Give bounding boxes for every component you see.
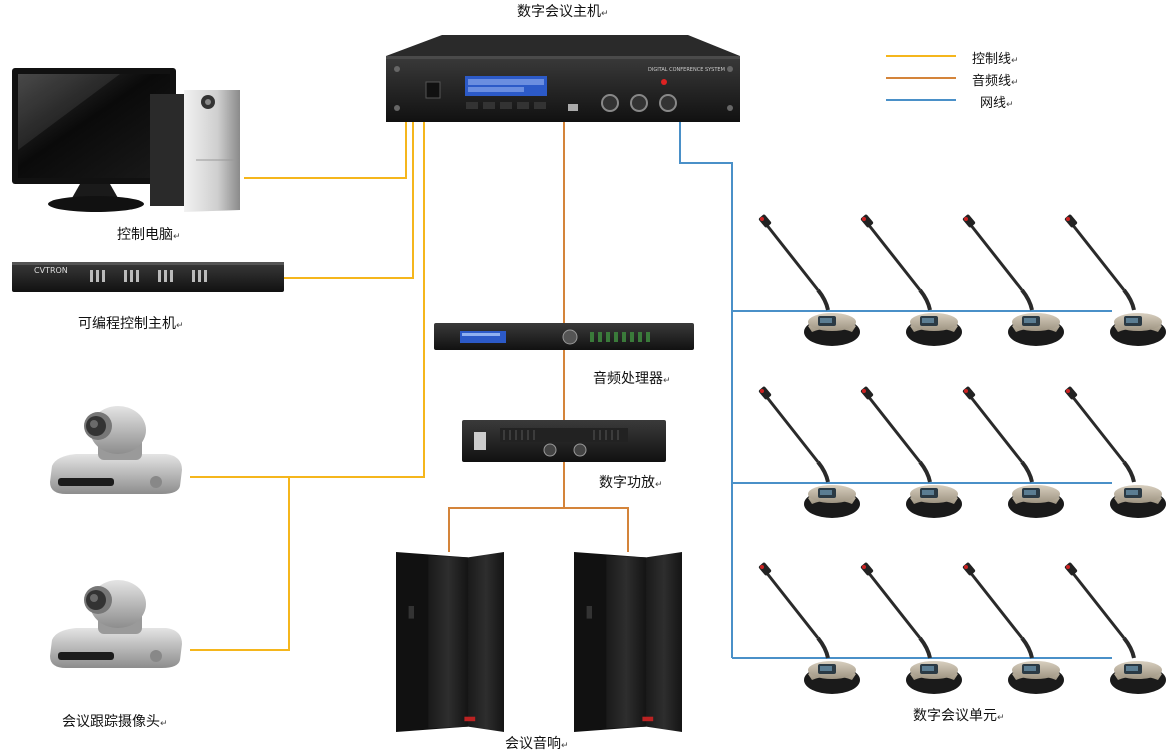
desktop-computer-icon (12, 68, 240, 212)
ptz-camera-icon-1 (50, 406, 182, 494)
control-lines (190, 122, 425, 651)
conference-units (756, 211, 1168, 696)
paragraph-mark-icon: ↵ (1011, 56, 1019, 66)
proc-label-text: 音频处理器 (593, 371, 663, 387)
paragraph-mark-icon: ↵ (173, 232, 181, 242)
control-line-camera-2 (190, 477, 290, 651)
digital-amplifier-device (462, 420, 666, 462)
host-panel-text: DIGITAL CONFERENCE SYSTEM (648, 67, 725, 73)
host-label-text: 数字会议主机 (517, 4, 601, 20)
host-label: 数字会议主机↵ (517, 1, 609, 21)
paragraph-mark-icon: ↵ (655, 480, 663, 490)
network-line-host (679, 122, 733, 658)
programmable-controller-device: CVTRON (12, 262, 284, 292)
proc-label: 音频处理器↵ (593, 368, 671, 388)
control-line-pc (244, 122, 407, 179)
control-line-camera-bus (190, 122, 425, 478)
gooseneck-microphone-icon (756, 383, 862, 520)
speaker-label: 会议音响↵ (505, 733, 569, 753)
prog-label-text: 可编程控制主机 (78, 316, 176, 332)
gooseneck-microphone-icon (960, 383, 1066, 520)
conference-host-device: DIGITAL CONFERENCE SYSTEM (386, 35, 740, 122)
gooseneck-microphone-icon (960, 559, 1066, 696)
gooseneck-microphone-icon (756, 211, 862, 348)
paragraph-mark-icon: ↵ (601, 9, 609, 19)
paragraph-mark-icon: ↵ (160, 719, 168, 729)
loudspeaker-icon-right (574, 552, 682, 732)
paragraph-mark-icon: ↵ (663, 376, 671, 386)
paragraph-mark-icon: ↵ (1011, 78, 1019, 88)
legend (886, 55, 956, 101)
gooseneck-microphone-icon (1062, 559, 1168, 696)
gooseneck-microphone-icon (1062, 211, 1168, 348)
legend-audio-label: 音频线↵ (972, 70, 1019, 89)
legend-network-label: 网线↵ (980, 92, 1014, 111)
camera-label-text: 会议跟踪摄像头 (62, 714, 160, 730)
paragraph-mark-icon: ↵ (176, 321, 184, 331)
control-line-prog (284, 122, 414, 279)
amp-label-text: 数字功放 (599, 475, 655, 491)
paragraph-mark-icon: ↵ (1006, 100, 1014, 110)
audio-line-speakers (448, 507, 629, 552)
legend-control-text: 控制线 (972, 52, 1012, 67)
paragraph-mark-icon: ↵ (561, 741, 569, 751)
gooseneck-microphone-icon (756, 559, 862, 696)
legend-audio-text: 音频线 (972, 74, 1012, 89)
ptz-camera-icon-2 (50, 580, 182, 668)
units-label: 数字会议单元↵ (913, 705, 1005, 725)
gooseneck-microphone-icon (960, 211, 1066, 348)
pc-label: 控制电脑↵ (117, 224, 181, 244)
network-lines (679, 122, 1112, 659)
gooseneck-microphone-icon (858, 211, 964, 348)
loudspeaker-icon-left (396, 552, 504, 732)
units-label-text: 数字会议单元 (913, 708, 997, 724)
legend-network-text: 网线 (980, 96, 1007, 111)
gooseneck-microphone-icon (1062, 383, 1168, 520)
speaker-label-text: 会议音响 (505, 736, 561, 752)
audio-lines (448, 122, 629, 552)
legend-control-label: 控制线↵ (972, 48, 1019, 67)
audio-processor-device (434, 323, 694, 350)
prog-label: 可编程控制主机↵ (78, 313, 184, 333)
prog-brand-text: CVTRON (34, 266, 68, 275)
pc-label-text: 控制电脑 (117, 227, 173, 243)
camera-label: 会议跟踪摄像头↵ (62, 711, 168, 731)
amp-label: 数字功放↵ (599, 472, 663, 492)
paragraph-mark-icon: ↵ (997, 713, 1005, 723)
gooseneck-microphone-icon (858, 383, 964, 520)
gooseneck-microphone-icon (858, 559, 964, 696)
